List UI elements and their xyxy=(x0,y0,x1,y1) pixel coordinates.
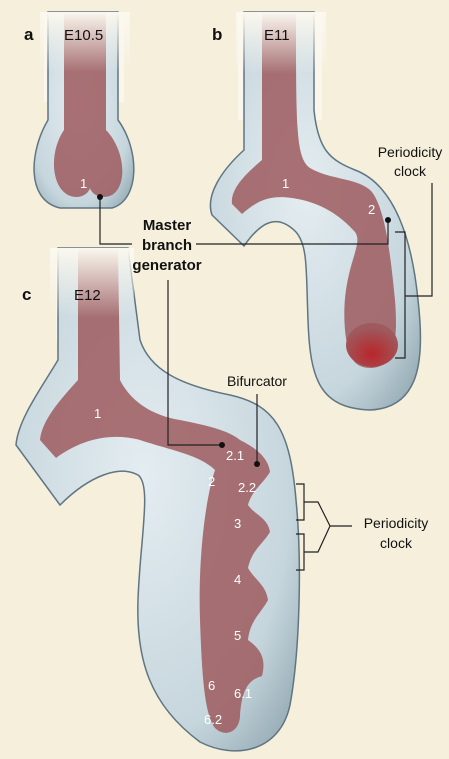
dot-panel-c-2-1 xyxy=(219,442,225,448)
master-label-line3: generator xyxy=(132,257,201,274)
panel-c-bud-2: 2 xyxy=(208,474,215,489)
panel-c-stage: E12 xyxy=(74,287,101,304)
clock-b-label-line2: clock xyxy=(394,163,427,179)
dot-panel-a xyxy=(97,194,103,200)
panel-a-stage: E10.5 xyxy=(64,27,103,44)
panel-a-letter: a xyxy=(24,25,34,44)
clock-c-join xyxy=(304,502,330,552)
dot-panel-b xyxy=(385,217,391,223)
panel-c-fade xyxy=(50,248,134,318)
panel-c-bud-3: 3 xyxy=(234,516,241,531)
panel-c-bud-6-2: 6.2 xyxy=(204,712,222,727)
panel-a-bud-label: 1 xyxy=(80,176,87,191)
panel-b-stalk-label: 1 xyxy=(282,176,289,191)
panel-c-bud-6: 6 xyxy=(208,678,215,693)
panel-b-stage: E11 xyxy=(264,27,290,44)
panel-c-bud-2-1: 2.1 xyxy=(226,448,244,463)
bifurcator-label: Bifurcator xyxy=(227,373,287,389)
panel-b: b E11 1 2 xyxy=(210,12,420,410)
panel-c-bud-4: 4 xyxy=(234,572,241,587)
panel-c-bud-5: 5 xyxy=(234,628,241,643)
master-label-line1: Master xyxy=(143,217,192,234)
panel-c-bud-6-1: 6.1 xyxy=(234,686,252,701)
clock-c-label-line2: clock xyxy=(380,535,413,551)
master-label-line2: branch xyxy=(142,237,192,254)
panel-c: c E12 1 2.1 2 2.2 3 4 5 6 6.1 6.2 xyxy=(16,248,299,751)
panel-b-active-tip xyxy=(346,323,398,367)
panel-c-bud-2-2: 2.2 xyxy=(238,480,256,495)
clock-b-label-line1: Periodicity xyxy=(378,144,443,160)
panel-b-letter: b xyxy=(212,25,222,44)
panel-b-bud-label: 2 xyxy=(368,202,375,217)
dot-panel-c-2-2 xyxy=(254,461,260,467)
panel-c-stalk-label: 1 xyxy=(94,406,101,421)
panel-a: a E10.5 1 xyxy=(24,12,134,208)
panel-c-letter: c xyxy=(22,285,31,304)
clock-c-label-line1: Periodicity xyxy=(364,515,429,531)
